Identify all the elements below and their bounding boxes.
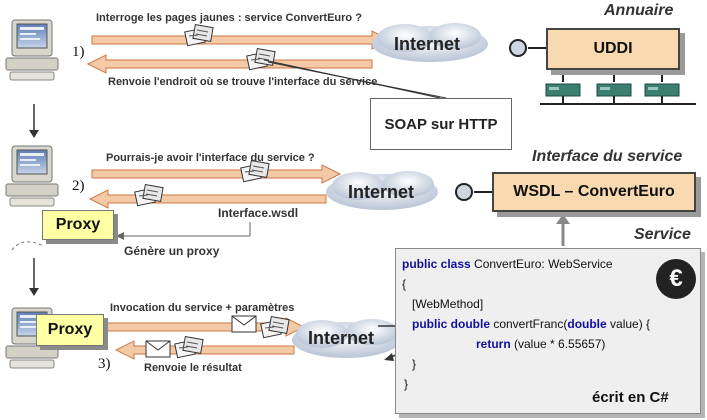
internet-cloud-1 (372, 23, 488, 62)
code-line-5: return (value * 6.55657) (476, 337, 606, 351)
code-line-7: } (404, 377, 409, 391)
client-computer-icon (5, 145, 59, 207)
wsdl-box: WSDL – ConvertEuro (492, 172, 696, 212)
euro-icon: € (656, 259, 696, 299)
soap-label: SOAP sur HTTP (384, 115, 498, 133)
step-3-number: 3) (98, 356, 111, 372)
uddi-label: UDDI (593, 40, 633, 57)
internet-cloud-2 (326, 171, 438, 210)
server-icon (596, 83, 632, 105)
code-line-4: public double convertFranc(double value)… (412, 317, 651, 331)
request-arrow-1 (91, 30, 392, 50)
client-computer-icon (5, 19, 59, 81)
port-icon (455, 183, 473, 201)
generate-proxy-label: Génère un proxy (124, 244, 220, 258)
response-arrow-3 (114, 340, 295, 360)
soap-box: SOAP sur HTTP (370, 98, 512, 150)
step-1-response: Renvoie l'endroit où se trouve l'interfa… (108, 76, 378, 88)
language-note: écrit en C# (592, 389, 669, 406)
step-2-number: 2) (72, 178, 85, 194)
service-code-box: public class ConvertEuro: WebService { [… (395, 248, 701, 414)
documents-icon (174, 336, 204, 359)
step-3-request: Invocation du service + paramètres (110, 302, 295, 314)
envelope-icon (145, 340, 171, 358)
interface-file-label: Interface.wsdl (218, 206, 299, 220)
step-1-request: Interroge les pages jaunes : service Con… (96, 12, 362, 24)
proxy-label: Proxy (55, 216, 101, 233)
step-3-response: Renvoie le résultat (144, 362, 242, 374)
response-arrow-2 (88, 189, 327, 209)
annuaire-title: Annuaire (604, 2, 674, 19)
proxy-box-step-2: Proxy (42, 210, 114, 240)
uddi-box: UDDI (546, 28, 680, 70)
proxy-box-step-3: Proxy (36, 314, 104, 346)
response-arrow-1 (86, 54, 373, 74)
wsdl-label: WSDL – ConvertEuro (513, 183, 675, 200)
code-line-3: [WebMethod] (412, 297, 484, 311)
step-2-request: Pourrais-je avoir l'interface du service… (106, 152, 315, 164)
loop-arrow (11, 241, 45, 251)
internet-label-3: Internet (308, 328, 375, 348)
port-icon (509, 39, 527, 57)
code-line-1: public class ConvertEuro: WebService (402, 257, 613, 271)
soap-callout-line (267, 61, 447, 99)
server-icon (545, 83, 581, 105)
code-line-6: } (412, 357, 417, 371)
step-1-number: 1) (72, 44, 85, 60)
internet-label-1: Internet (394, 34, 461, 54)
interface-title: Interface du service (532, 148, 683, 165)
internet-label-2: Internet (348, 182, 415, 202)
proxy-label: Proxy (47, 321, 93, 338)
code-line-2: { (402, 277, 407, 291)
request-arrow-2 (91, 164, 342, 184)
server-icon (644, 83, 680, 105)
documents-icon (260, 316, 290, 339)
envelope-icon (231, 315, 257, 333)
service-title: Service (634, 226, 691, 243)
